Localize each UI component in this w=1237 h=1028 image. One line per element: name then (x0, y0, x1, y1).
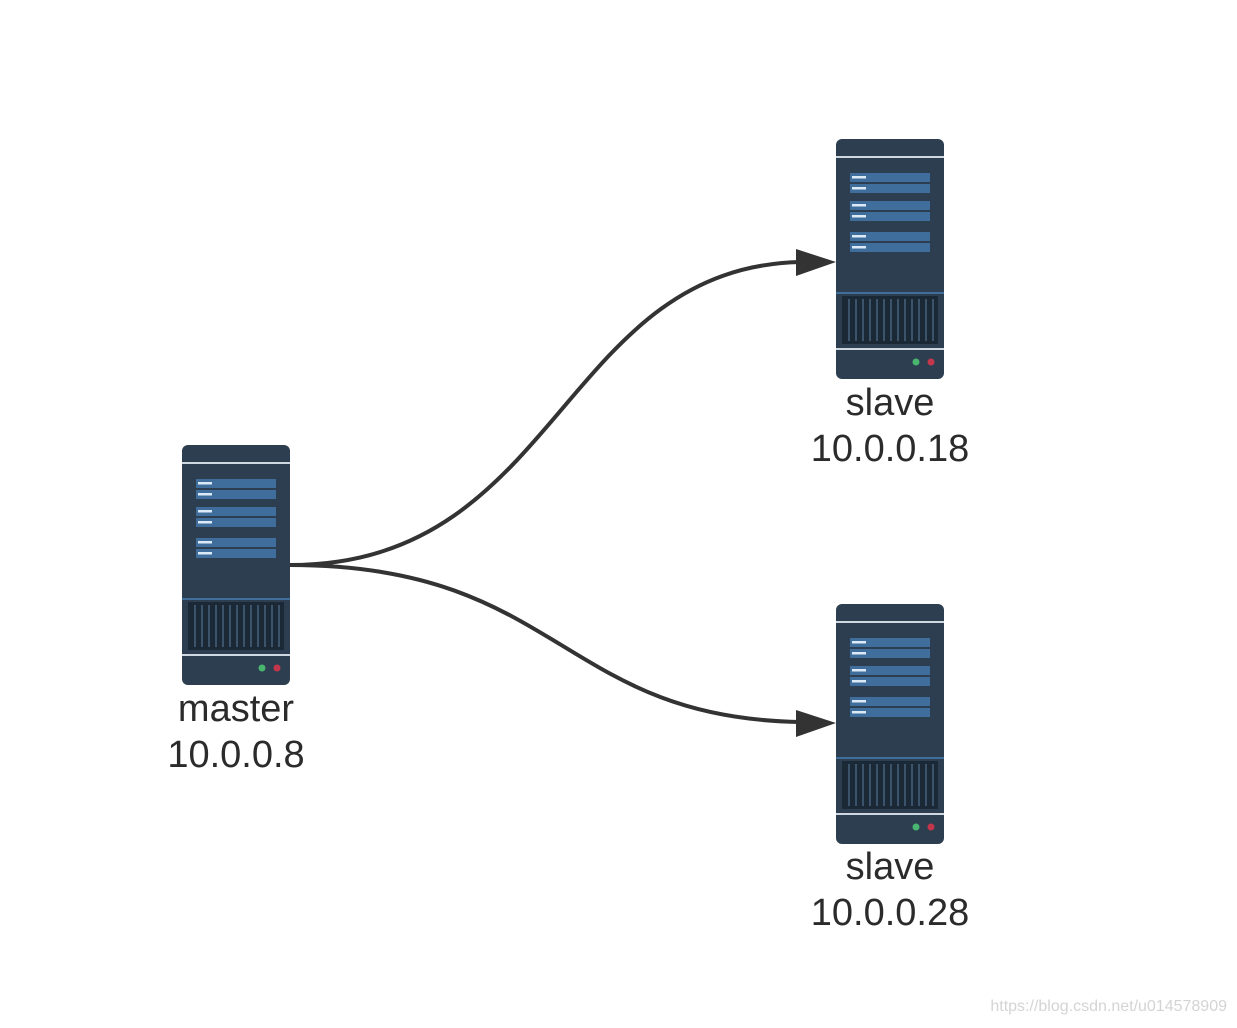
slave-18-node-label: slave 10.0.0.18 (770, 380, 1010, 472)
master-node-label: master 10.0.0.8 (116, 686, 356, 778)
slave-18-server-icon[interactable] (836, 139, 944, 379)
slave-28-ip-text: 10.0.0.28 (810, 892, 970, 934)
slave-28-role-text: slave (845, 846, 935, 888)
master-server-icon[interactable] (182, 445, 290, 685)
arrowhead-slave-28 (796, 710, 836, 737)
slave-28-node-label: slave 10.0.0.28 (770, 844, 1010, 936)
edge-master-to-slave-28 (289, 563, 801, 724)
edge-master-to-slave-18 (289, 260, 801, 567)
arrowhead-slave-18 (796, 249, 836, 276)
slave-18-ip-text: 10.0.0.18 (810, 428, 970, 470)
master-ip-text: 10.0.0.8 (167, 734, 305, 776)
slave-18-role-text: slave (845, 382, 935, 424)
watermark-text: https://blog.csdn.net/u014578909 (990, 998, 1227, 1015)
slave-28-server-icon[interactable] (836, 604, 944, 844)
master-role-text: master (177, 688, 295, 730)
